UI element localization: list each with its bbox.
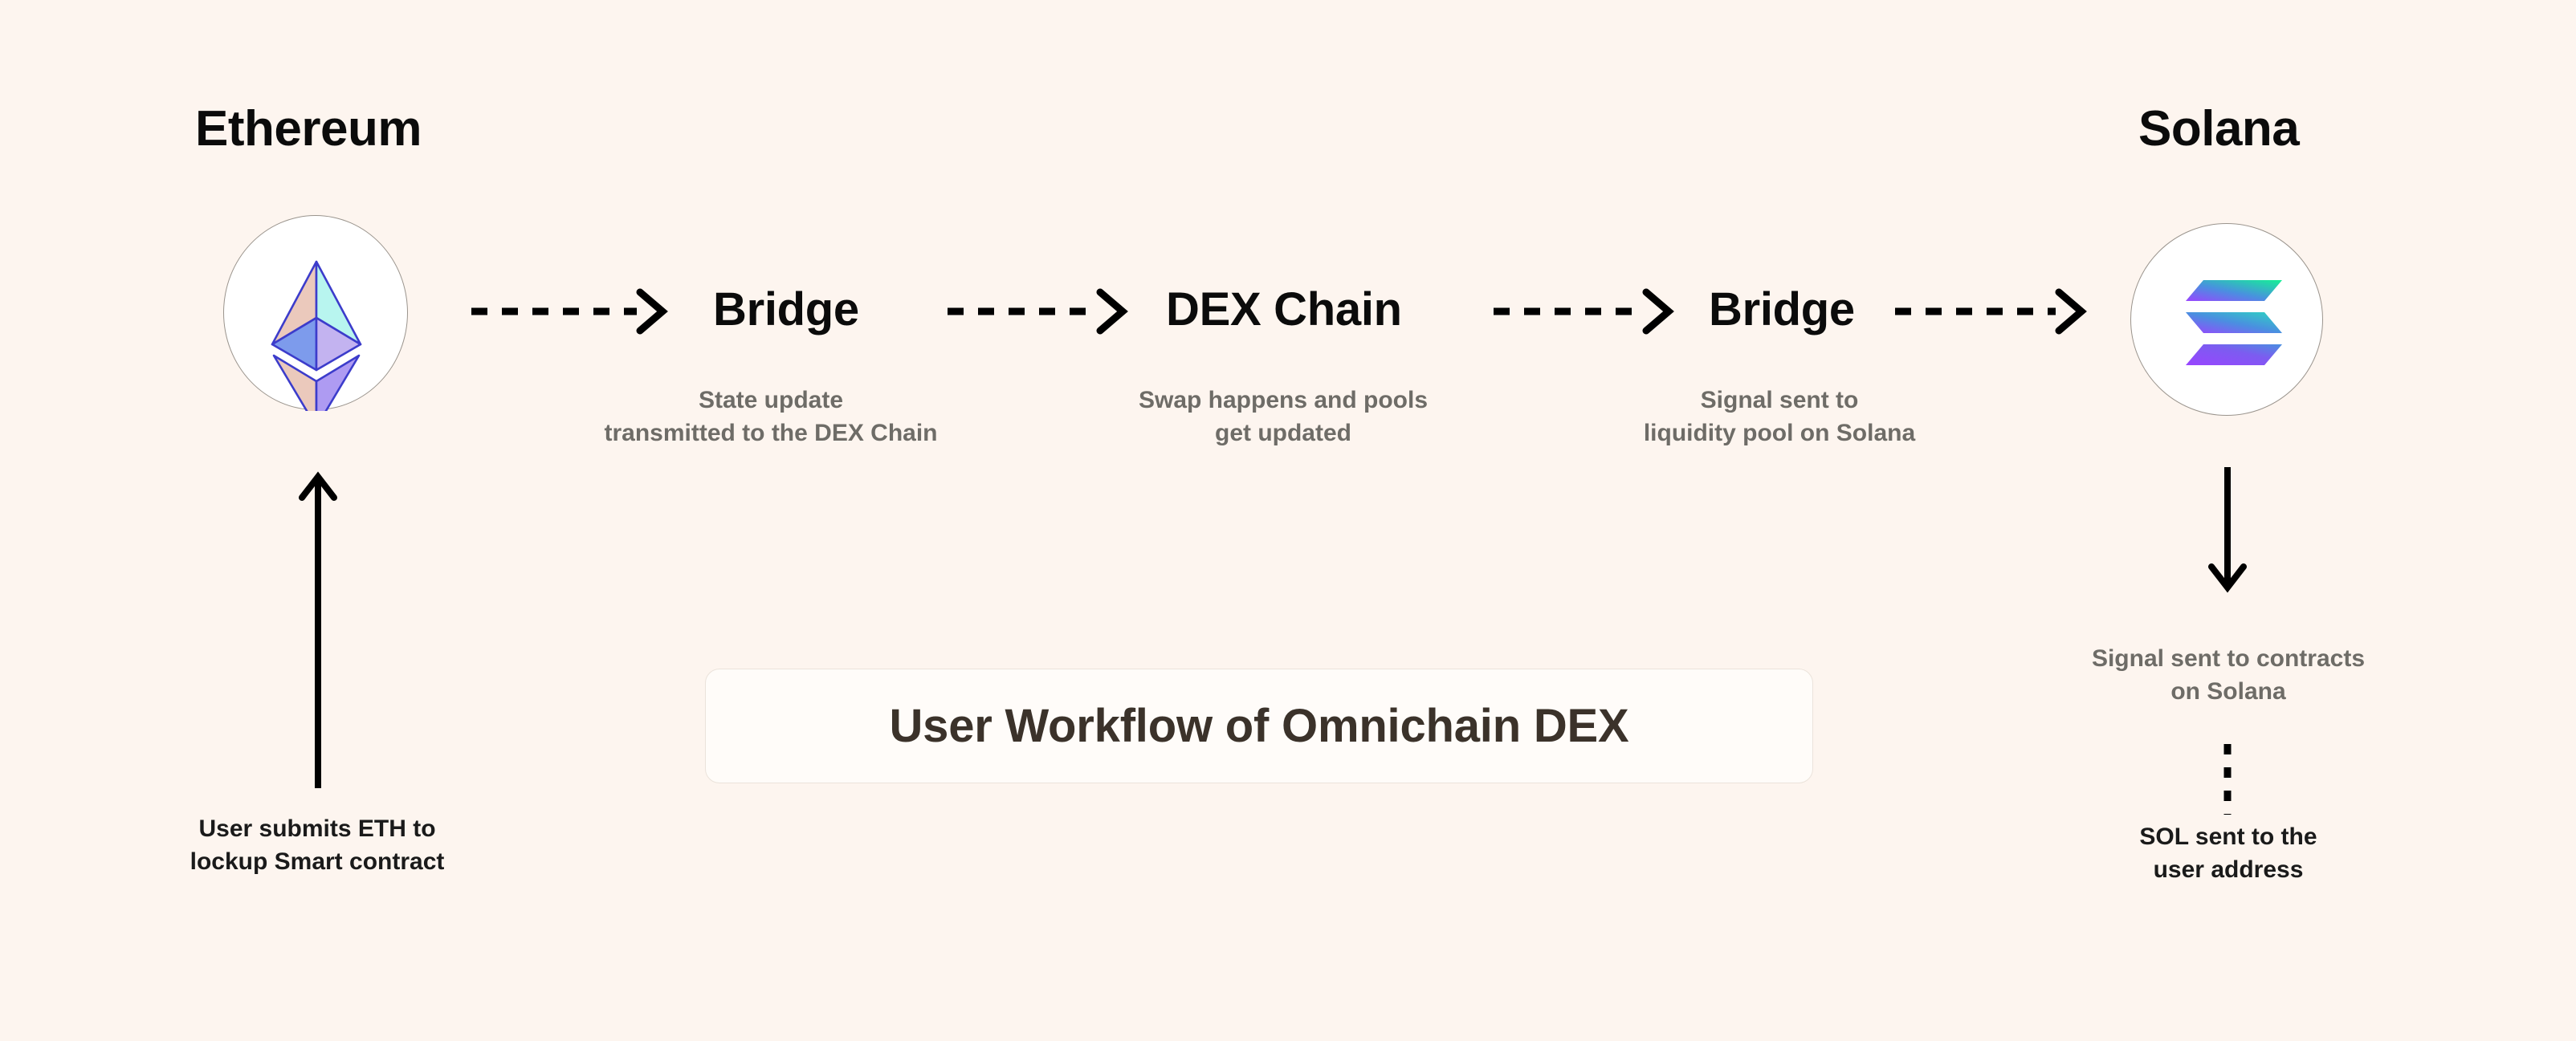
annotation-signal-sent-contracts: Signal sent to contracts on Solana (1991, 642, 2465, 709)
step-name-bridge-1: Bridge (713, 283, 859, 335)
caption-line: get updated (1215, 420, 1351, 447)
step-name-dex-chain: DEX Chain (1166, 283, 1402, 335)
arrow-bridge1-to-dexchain (948, 288, 1128, 335)
step-name-bridge-2: Bridge (1709, 283, 1855, 335)
caption-line: Signal sent to contracts (2091, 645, 2366, 672)
solana-logo (2186, 280, 2282, 365)
caption-line: State update (698, 387, 844, 413)
divider-contracts-to-sol (2223, 744, 2232, 815)
arrow-solana-to-contracts (2208, 467, 2247, 593)
step-caption-bridge-2: Signal sent to liquidity pool on Solana (1551, 384, 2007, 450)
chain-title-ethereum: Ethereum (195, 101, 422, 157)
annotation-user-submits-eth: User submits ETH to lockup Smart contrac… (88, 812, 546, 879)
step-caption-dex-chain: Swap happens and pools get updated (1042, 384, 1524, 450)
caption-line: Swap happens and pools (1138, 387, 1429, 413)
arrow-user-to-ethereum (299, 471, 337, 788)
caption-line: liquidity pool on Solana (1643, 420, 1916, 447)
caption-line: lockup Smart contract (190, 848, 445, 876)
arrow-bridge2-to-solana (1895, 288, 2087, 335)
caption-line: Signal sent to (1700, 387, 1859, 413)
caption-line: User submits ETH to (198, 815, 436, 842)
caption-line: user address (2153, 856, 2304, 884)
caption-line: transmitted to the DEX Chain (604, 420, 938, 447)
chain-title-solana: Solana (2138, 101, 2300, 157)
caption-line: SOL sent to the (2139, 823, 2317, 850)
step-caption-bridge-1: State update transmitted to the DEX Chai… (506, 384, 1036, 450)
ethereum-token-circle (223, 215, 408, 429)
arrow-eth-to-bridge1 (471, 288, 668, 335)
workflow-title-card: User Workflow of Omnichain DEX (705, 669, 1813, 783)
ethereum-logo (271, 260, 362, 429)
arrow-dexchain-to-bridge2 (1494, 288, 1674, 335)
annotation-sol-sent-user: SOL sent to the user address (1991, 820, 2465, 887)
solana-token-circle (2130, 223, 2323, 416)
caption-line: on Solana (2170, 678, 2286, 706)
workflow-title-text: User Workflow of Omnichain DEX (889, 700, 1629, 752)
